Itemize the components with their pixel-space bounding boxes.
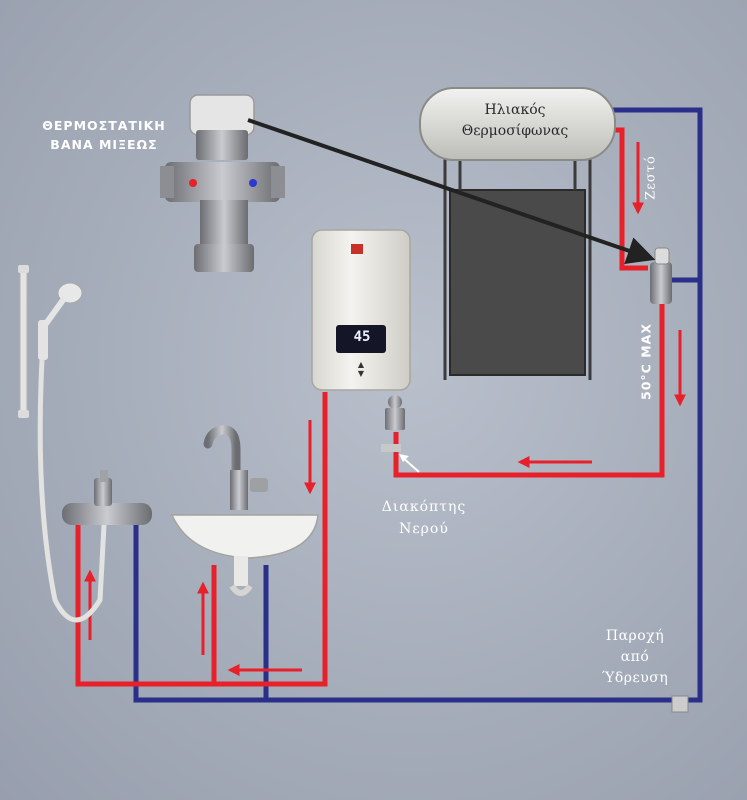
switch-pointer-arrow bbox=[399, 454, 420, 473]
cold-water-pipes bbox=[133, 107, 703, 703]
solar-heater-label-line1: Ηλιακός bbox=[484, 102, 546, 118]
hot-from-valve-pipe bbox=[393, 300, 665, 478]
shower-set bbox=[18, 265, 107, 623]
thermostatic-valve-label: ΘΕΡΜΟΣΤΑΤΙΚΗ ΒΑΝΑ ΜΙΞΕΩΣ bbox=[14, 116, 194, 154]
hot-water-label: Ζεστό bbox=[643, 155, 659, 200]
hot-water-pipes bbox=[75, 127, 665, 687]
solar-collector bbox=[443, 155, 592, 380]
hot-from-tank-pipe bbox=[612, 127, 648, 271]
wash-basin bbox=[170, 425, 319, 596]
water-switch-label-line2: Νερού bbox=[399, 521, 449, 537]
solar-heater-label: Ηλιακός Θερμοσίφωνας bbox=[430, 100, 600, 142]
svg-text:▲: ▲ bbox=[358, 360, 365, 369]
mains-fitting bbox=[671, 695, 689, 713]
thermostatic-valve-image bbox=[160, 94, 285, 272]
pointer-arrow bbox=[247, 118, 656, 264]
flow-arrows bbox=[84, 142, 686, 676]
shower-mixer bbox=[62, 470, 152, 525]
mains-supply-label-line1: Παροχή bbox=[605, 628, 665, 644]
thermostatic-valve-label-line2: ΒΑΝΑ ΜΙΞΕΩΣ bbox=[50, 137, 158, 152]
hot-heater-outlet-pipe bbox=[75, 392, 328, 687]
thermostatic-valve-label-line1: ΘΕΡΜΟΣΤΑΤΙΚΗ bbox=[42, 118, 166, 133]
svg-text:▼: ▼ bbox=[358, 369, 365, 378]
mixing-valve-installed bbox=[650, 247, 672, 304]
max-temperature-label: 50°C MAX bbox=[638, 323, 654, 400]
mains-supply-label-line2: από bbox=[620, 649, 650, 665]
solar-heater-label-line2: Θερμοσίφωνας bbox=[461, 123, 569, 139]
mains-supply-label-line3: Ύδρευση bbox=[601, 670, 669, 686]
electric-water-heater: ▲ ▼ bbox=[311, 229, 411, 452]
solar-tank bbox=[419, 87, 616, 161]
mains-supply-label: Παροχή από Ύδρευση bbox=[575, 626, 695, 689]
heater-display-readout: 45 bbox=[353, 329, 371, 345]
water-switch-label: Διακόπτης Νερού bbox=[354, 496, 494, 540]
water-switch-label-line1: Διακόπτης bbox=[381, 499, 467, 515]
